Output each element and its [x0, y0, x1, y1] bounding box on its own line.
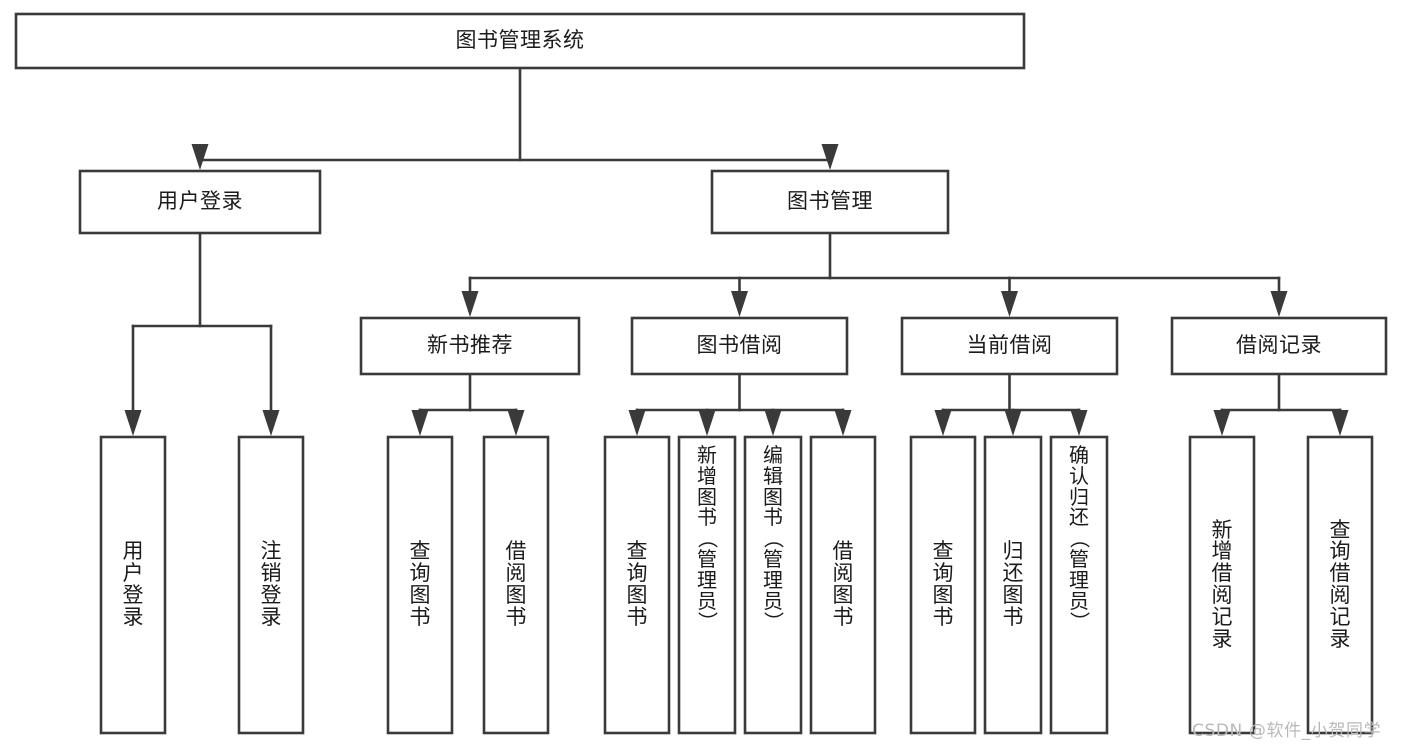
- node-box-borrow-record[interactable]: [1170, 316, 1388, 376]
- node-box-leaf-borrow-book-rec[interactable]: [482, 435, 550, 735]
- node-box-book-borrow[interactable]: [630, 316, 849, 376]
- node-box-leaf-edit-book-admin[interactable]: [743, 435, 803, 735]
- connector-group-book-borrow: [628, 372, 852, 436]
- node-box-leaf-query-book-cur[interactable]: [909, 435, 977, 735]
- node-box-leaf-borrow-book-brw[interactable]: [809, 435, 877, 735]
- node-box-leaf-user-logout[interactable]: [237, 435, 305, 735]
- node-box-leaf-add-book-admin[interactable]: [677, 435, 737, 735]
- connector-group-root: [191, 66, 839, 170]
- node-box-user-login[interactable]: [78, 169, 322, 235]
- connector-group-book-manage: [461, 231, 1288, 317]
- node-box-leaf-user-login[interactable]: [99, 435, 167, 735]
- connector-group-new-book-rec: [411, 372, 525, 436]
- node-box-book-manage[interactable]: [710, 169, 950, 235]
- node-box-new-book-rec[interactable]: [359, 316, 581, 376]
- node-box-leaf-query-book-rec[interactable]: [386, 435, 454, 735]
- node-box-leaf-query-book-brw[interactable]: [603, 435, 671, 735]
- node-box-leaf-add-borrow-record[interactable]: [1188, 435, 1256, 735]
- node-box-leaf-return-book[interactable]: [983, 435, 1043, 735]
- node-box-leaf-query-borrow-record[interactable]: [1306, 435, 1374, 735]
- node-box-root[interactable]: [14, 12, 1026, 70]
- connector-group-user-login: [124, 231, 280, 436]
- connector-group-current-borrow: [934, 372, 1088, 436]
- connector-group-borrow-record: [1213, 372, 1349, 436]
- node-box-leaf-confirm-return-admin[interactable]: [1049, 435, 1109, 735]
- node-box-current-borrow[interactable]: [900, 316, 1119, 376]
